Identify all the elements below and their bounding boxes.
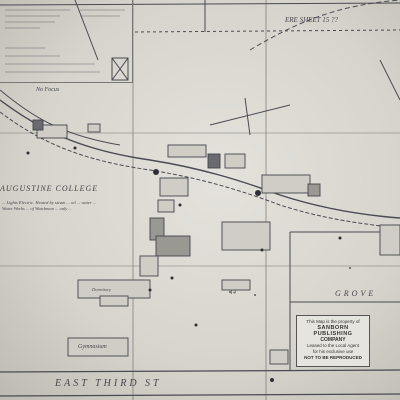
building-dormitory <box>77 279 151 299</box>
building-outbuilding <box>307 183 321 197</box>
stamp-line-3: COMPANY <box>320 337 346 343</box>
building-college-main <box>36 124 68 139</box>
creek-line <box>249 0 400 51</box>
stamp-line-1: This Map is the property of <box>306 319 360 324</box>
street-label-grove: GROVE <box>335 289 377 298</box>
building-right-edge <box>379 224 400 256</box>
bridge-line <box>209 104 291 126</box>
building-tower <box>32 119 44 131</box>
top-border-line <box>0 2 400 6</box>
building-residence <box>221 221 271 251</box>
label-notes: ... Lights Electric. Heated by steam ...… <box>2 200 97 211</box>
building-annex <box>157 199 175 213</box>
building-shed <box>87 123 101 133</box>
building-gymnasium <box>67 337 129 357</box>
legend-diagonal <box>74 0 99 61</box>
ownership-stamp: This Map is the property of SANBORN PUBL… <box>296 315 370 367</box>
building-ward <box>261 174 311 194</box>
building-kitchen <box>99 295 129 307</box>
building-barn <box>221 279 251 291</box>
railroad-spur <box>0 89 121 146</box>
road-right <box>379 59 400 101</box>
east-third-street-south-edge <box>0 393 400 397</box>
stamp-line-2: SANBORN PUBLISHING <box>313 325 353 337</box>
street-label-top: ERE SHEET 15 ?? <box>285 16 338 24</box>
building-hall <box>155 235 191 257</box>
label-sheet-number: 14 <box>230 290 236 296</box>
building-dormitory-east <box>159 177 189 197</box>
fold-line-left <box>132 0 134 400</box>
stamp-line-6: NOT TO BE REPRODUCED <box>304 355 362 360</box>
label-college: AUGUSTINE COLLEGE <box>0 184 99 193</box>
east-third-street-north-edge <box>0 369 400 373</box>
stamp-line-5: for his exclusive use <box>312 349 354 354</box>
label-dormitory: Dormitory <box>92 287 111 292</box>
building-small-2 <box>224 153 246 169</box>
railroad-track-siding <box>0 111 400 229</box>
building-dark-1 <box>207 153 221 169</box>
top-street-line <box>134 29 400 33</box>
building-shed-bottom <box>269 349 289 365</box>
fold-line-bottom <box>0 265 400 267</box>
fold-line-top <box>0 132 400 134</box>
bridge-cross <box>244 97 251 136</box>
label-no-focus: No Focus <box>36 87 60 93</box>
label-gymnasium: Gymnasium <box>78 344 107 350</box>
building-chapel <box>139 255 159 277</box>
stamp-line-4: Leased to the Local Agent <box>306 343 360 348</box>
legend-box <box>111 57 129 81</box>
legend-box-cross2 <box>111 57 129 81</box>
street-label-east-third: EAST THIRD ST <box>55 378 162 389</box>
building-station <box>167 144 207 158</box>
legend-panel <box>0 0 133 83</box>
